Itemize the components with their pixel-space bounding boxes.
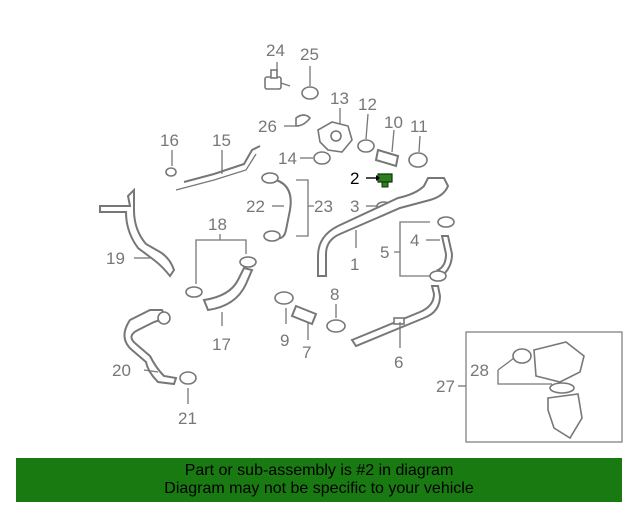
part-6-pipe <box>350 285 442 348</box>
part-27-28-assembly <box>458 331 623 443</box>
part-8-clamp <box>326 304 346 333</box>
callout-22: 22 <box>246 197 265 216</box>
callout-11: 11 <box>410 117 428 136</box>
callout-1: 1 <box>350 255 359 274</box>
callout-8: 8 <box>330 285 339 304</box>
part-15-pipe <box>175 145 261 191</box>
callout-23: 23 <box>314 197 333 216</box>
part-13-housing <box>317 108 353 153</box>
part-25-oring <box>301 66 319 100</box>
part-16-oring <box>165 150 177 177</box>
callout-15: 15 <box>212 131 231 150</box>
part-17-18-hose <box>185 234 257 326</box>
banner-line-2: Diagram may not be specific to your vehi… <box>164 480 474 497</box>
callout-14: 14 <box>278 149 297 168</box>
callout-26: 26 <box>258 117 277 136</box>
callout-10: 10 <box>384 113 403 132</box>
callout-25: 25 <box>300 45 319 64</box>
part-22-23-hose <box>261 172 314 242</box>
callout-28: 28 <box>470 361 489 380</box>
callout-17: 17 <box>212 335 231 354</box>
callout-21: 21 <box>178 409 197 428</box>
part-24-sensor <box>264 62 291 90</box>
part-7-hose <box>290 304 318 340</box>
part-12-clamp <box>357 113 375 153</box>
part-19-pipe <box>99 187 176 278</box>
callout-18: 18 <box>208 215 227 234</box>
part-20-pipe <box>123 309 178 386</box>
part-4-5-hose <box>394 216 455 282</box>
part-1-pipe <box>317 177 450 277</box>
callout-3: 3 <box>350 197 359 216</box>
part-2-bolt <box>366 173 393 188</box>
callout-7: 7 <box>302 343 311 362</box>
callout-24: 24 <box>266 41 285 60</box>
part-26-clip <box>284 114 312 127</box>
callout-5: 5 <box>380 243 389 262</box>
banner-line-1: Part or sub-assembly is #2 in diagram <box>184 462 454 479</box>
callout-2: 2 <box>350 169 359 188</box>
info-banner: Part or sub-assembly is #2 in diagram Di… <box>16 458 622 502</box>
part-11-clamp <box>408 135 428 168</box>
callout-12: 12 <box>358 95 377 114</box>
callout-13: 13 <box>330 89 349 108</box>
part-21-clamp <box>179 371 197 404</box>
part-9-clamp <box>274 291 294 324</box>
part-14-ring <box>300 151 331 165</box>
callout-27: 27 <box>436 377 455 396</box>
callout-9: 9 <box>280 331 289 350</box>
callout-6: 6 <box>394 353 403 372</box>
callout-19: 19 <box>106 249 125 268</box>
callout-20: 20 <box>112 361 131 380</box>
part-10-hose <box>374 129 400 168</box>
callout-16: 16 <box>160 131 179 150</box>
callout-4: 4 <box>410 231 419 250</box>
